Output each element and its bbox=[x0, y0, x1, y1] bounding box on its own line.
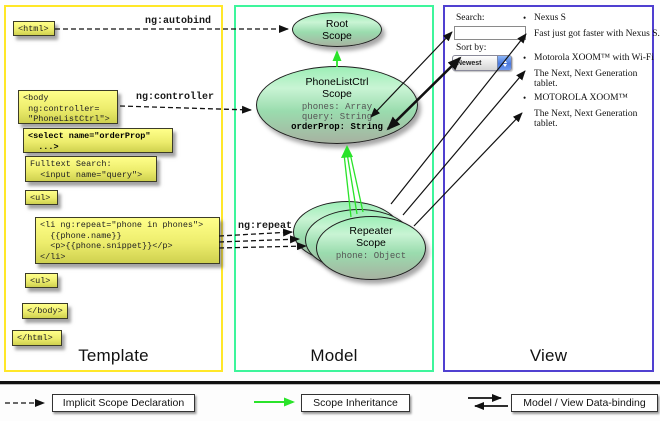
template-column-title: Template bbox=[78, 346, 149, 365]
code-box-body-open: <body ng:controller= "PhoneListCtrl"> bbox=[18, 90, 118, 124]
search-label: Search: bbox=[456, 13, 485, 23]
code-box-html-close: </html> bbox=[12, 330, 62, 346]
bullet-icon: • bbox=[523, 53, 527, 63]
ng-autobind-label: ng:autobind bbox=[145, 16, 212, 27]
code-box-li-repeat: <li ng:repeat="phone in phones"> {{phone… bbox=[35, 217, 220, 264]
code-box-ul-second: <ul> bbox=[25, 273, 58, 288]
legend-implicit-scope: Implicit Scope Declaration bbox=[52, 394, 195, 412]
prop-query: query: String bbox=[301, 112, 373, 122]
phonelistctrl-scope-title: PhoneListCtrl Scope bbox=[305, 76, 369, 100]
code-box-select: <select name="orderProp" ...> bbox=[23, 128, 173, 153]
sort-dropdown-value: Newest bbox=[457, 59, 482, 67]
phone-item-desc: Fast just got faster with Nexus S. bbox=[534, 29, 660, 39]
sort-by-label: Sort by: bbox=[456, 43, 487, 53]
legend-separator bbox=[0, 381, 660, 385]
ng-repeat-label: ng:repeat bbox=[238, 221, 293, 232]
view-column-title: View bbox=[529, 346, 568, 365]
model-column-title: Model bbox=[310, 346, 358, 365]
bullet-icon: • bbox=[523, 93, 527, 103]
legend-model-view-binding: Model / View Data-binding bbox=[511, 394, 658, 412]
bullet-icon: • bbox=[523, 13, 527, 23]
search-input[interactable] bbox=[454, 26, 526, 40]
code-box-html-open: <html> bbox=[13, 21, 55, 36]
prop-phone: phone: Object bbox=[335, 251, 407, 261]
dropdown-arrows-icon bbox=[497, 56, 511, 70]
prop-orderprop: orderProp: String bbox=[291, 122, 383, 132]
repeater-scope-title: Repeater Scope bbox=[349, 225, 393, 249]
phone-item-name: Motorola XOOM™ with Wi-Fi bbox=[534, 53, 654, 63]
code-box-ul-first: <ul> bbox=[25, 190, 58, 205]
legend-scope-inheritance: Scope Inheritance bbox=[301, 394, 410, 412]
code-box-body-close: </body> bbox=[22, 303, 68, 319]
root-scope-title: Root Scope bbox=[322, 18, 352, 42]
root-scope-ellipse: Root Scope bbox=[292, 12, 382, 47]
repeater-scope-props: phone: Object bbox=[317, 251, 425, 261]
phonelistctrl-scope-ellipse: PhoneListCtrl Scope phones: Array query:… bbox=[256, 66, 418, 144]
phonelistctrl-scope-props: phones: Array query: String orderProp: S… bbox=[257, 102, 417, 132]
phone-item-name: MOTOROLA XOOM™ bbox=[534, 93, 628, 103]
phone-item-desc: The Next, Next Generation tablet. bbox=[534, 69, 638, 89]
repeater-scope-ellipse-front: Repeater Scope phone: Object bbox=[316, 216, 426, 280]
phone-item-desc: The Next, Next Generation tablet. bbox=[534, 109, 638, 129]
sort-dropdown[interactable]: Newest bbox=[452, 55, 512, 71]
prop-phones: phones: Array bbox=[301, 102, 373, 112]
phone-item-name: Nexus S bbox=[534, 13, 566, 23]
ng-controller-label: ng:controller bbox=[136, 92, 215, 103]
model-column: Model bbox=[234, 5, 434, 372]
code-box-fulltext: Fulltext Search: <input name="query"> bbox=[25, 156, 157, 182]
